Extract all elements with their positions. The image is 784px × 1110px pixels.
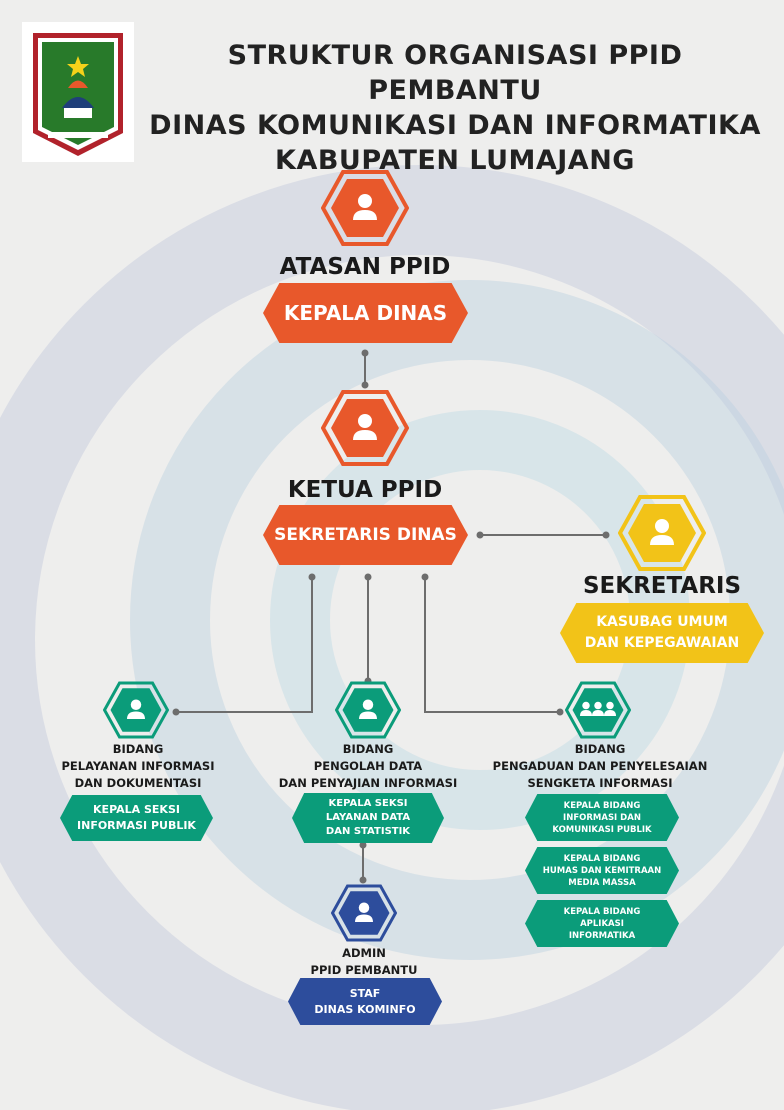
admin-person-icon xyxy=(330,884,398,946)
connector-dot xyxy=(361,381,369,389)
kasubag-box: KASUBAG UMUM DAN KEPEGAWAIAN xyxy=(560,603,764,663)
sekretaris-heading: SEKRETARIS xyxy=(582,573,742,599)
connector-dot xyxy=(364,677,372,685)
title-line: KABUPATEN LUMAJANG xyxy=(275,145,635,176)
pelayanan-label: BIDANG PELAYANAN INFORMASI DAN DOKUMENTASI xyxy=(62,741,215,792)
connector xyxy=(480,534,606,536)
box-line: KOMUNIKASI PUBLIK xyxy=(552,824,652,835)
label-line: PENGADUAN DAN PENYELESAIAN xyxy=(492,759,708,773)
box-line: KEPALA BIDANG xyxy=(563,906,641,917)
label-line: SENGKETA INFORMASI xyxy=(527,776,673,790)
box-line: KEPALA SEKSI xyxy=(93,803,180,816)
pelayanan-person-icon xyxy=(102,681,170,743)
connector xyxy=(364,353,366,386)
box-line: INFORMATIKA xyxy=(568,930,636,941)
box-line: KEPALA BIDANG xyxy=(563,800,641,811)
box-line: LAYANAN DATA xyxy=(325,812,411,823)
box-line: STAF xyxy=(349,986,381,1000)
box-line: KEPALA SEKSI xyxy=(328,798,408,809)
label-line: PELAYANAN INFORMASI xyxy=(61,759,215,773)
connector xyxy=(362,845,364,880)
atasan-person-icon xyxy=(320,170,410,250)
staf-kominfo-box: STAF DINAS KOMINFO xyxy=(288,978,442,1025)
connector-dot xyxy=(476,531,484,539)
kabupaten-lumajang-logo xyxy=(22,22,134,162)
box-line: HUMAS DAN KEMITRAAN xyxy=(542,865,662,876)
informasi-publik-box: KEPALA SEKSI INFORMASI PUBLIK xyxy=(60,795,213,841)
connector-dot xyxy=(556,708,564,716)
admin-label: ADMIN PPID PEMBANTU xyxy=(311,945,418,979)
box-line: KEPALA BIDANG xyxy=(563,853,641,864)
ketua-person-icon xyxy=(320,390,410,470)
layanan-data-box: KEPALA SEKSI LAYANAN DATA DAN STATISTIK xyxy=(292,793,444,843)
title-line: STRUKTUR ORGANISASI PPID PEMBANTU xyxy=(227,40,683,106)
connector-dot xyxy=(359,841,367,849)
label-line: PENGOLAH DATA xyxy=(313,759,423,773)
box-line: DAN STATISTIK xyxy=(325,826,411,837)
box-line: APLIKASI xyxy=(580,918,624,929)
label-line: PPID PEMBANTU xyxy=(310,963,418,977)
sekretaris-dinas-box: SEKRETARIS DINAS xyxy=(263,505,468,565)
label-line: ADMIN xyxy=(342,946,386,960)
title-line: DINAS KOMUNIKASI DAN INFORMATIKA xyxy=(149,110,761,141)
kepala-dinas-box: KEPALA DINAS xyxy=(263,283,468,343)
atasan-heading: ATASAN PPID xyxy=(279,254,451,280)
connector-dot xyxy=(359,876,367,884)
box-line: INFORMASI PUBLIK xyxy=(77,819,196,832)
connector xyxy=(424,577,426,712)
connector-dot xyxy=(172,708,180,716)
label-line: BIDANG xyxy=(574,742,626,756)
box-line: INFORMASI DAN xyxy=(563,812,641,823)
label-line: BIDANG xyxy=(342,742,394,756)
connector-dot xyxy=(421,573,429,581)
connector xyxy=(311,577,313,712)
connector-dot xyxy=(364,573,372,581)
label-line: DAN PENYAJIAN INFORMASI xyxy=(278,776,458,790)
pengaduan-label: BIDANG PENGADUAN DAN PENYELESAIAN SENGKETA… xyxy=(493,741,708,792)
box-line: DINAS KOMINFO xyxy=(314,1002,416,1016)
label-line: DAN DOKUMENTASI xyxy=(74,776,202,790)
sekretaris-person-icon xyxy=(617,495,707,575)
connector-dot xyxy=(602,531,610,539)
pengolah-person-icon xyxy=(334,681,402,743)
connector xyxy=(367,577,369,681)
pengolah-label: BIDANG PENGOLAH DATA DAN PENYAJIAN INFORMA… xyxy=(279,741,458,792)
pengaduan-group-icon xyxy=(564,681,632,743)
connector-dot xyxy=(308,573,316,581)
box-line: MEDIA MASSA xyxy=(568,877,636,888)
label-line: BIDANG xyxy=(112,742,164,756)
ketua-heading: KETUA PPID xyxy=(287,477,443,503)
connector xyxy=(424,711,560,713)
connector xyxy=(176,711,313,713)
box-line: DAN KEPEGAWAIAN xyxy=(584,635,740,651)
box-line: KASUBAG UMUM xyxy=(596,614,728,630)
page-title: STRUKTUR ORGANISASI PPID PEMBANTU DINAS … xyxy=(140,38,770,178)
connector-dot xyxy=(361,349,369,357)
